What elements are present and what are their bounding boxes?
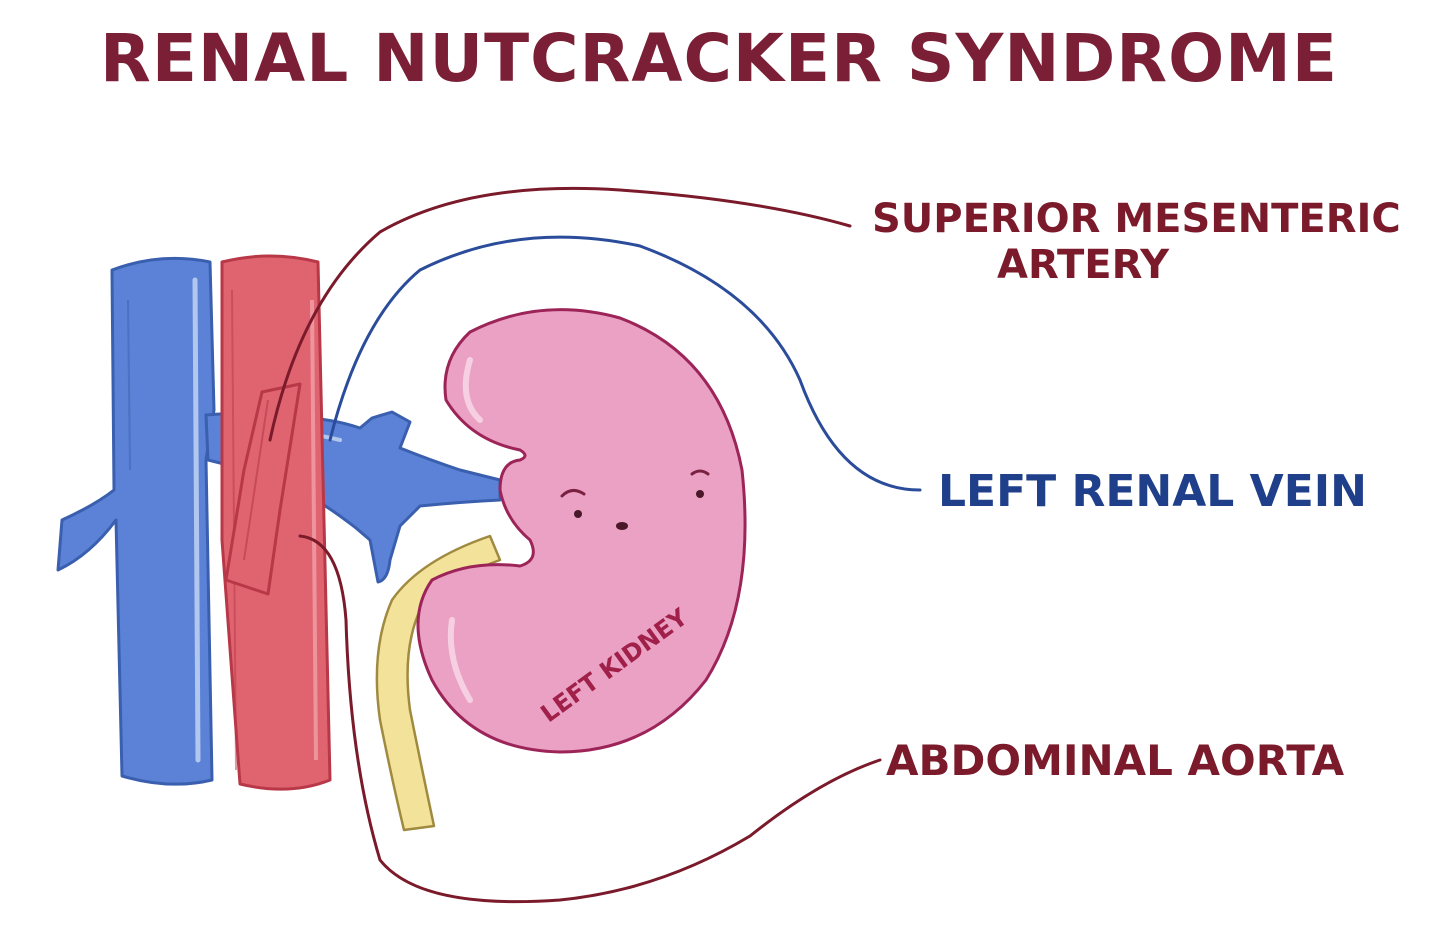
sma-leader-line	[268, 186, 852, 442]
superior-mesenteric-artery-label: Superior Mesenteric Artery	[872, 196, 1401, 288]
sma-label-line1: Superior Mesenteric	[872, 196, 1401, 242]
page-title: Renal Nutcracker Syndrome	[100, 20, 1338, 97]
superior-mesenteric-artery	[224, 382, 302, 596]
sma-label-line2: Artery	[997, 242, 1170, 288]
left-kidney	[416, 308, 747, 754]
left-renal-vein-label: Left Renal Vein	[938, 466, 1367, 517]
left-renal-vein-leader-line	[328, 235, 922, 492]
abdominal-aorta-leader-line	[298, 534, 882, 904]
inferior-vena-cava	[56, 256, 216, 786]
abdominal-aorta-label: Abdominal Aorta	[886, 736, 1345, 785]
